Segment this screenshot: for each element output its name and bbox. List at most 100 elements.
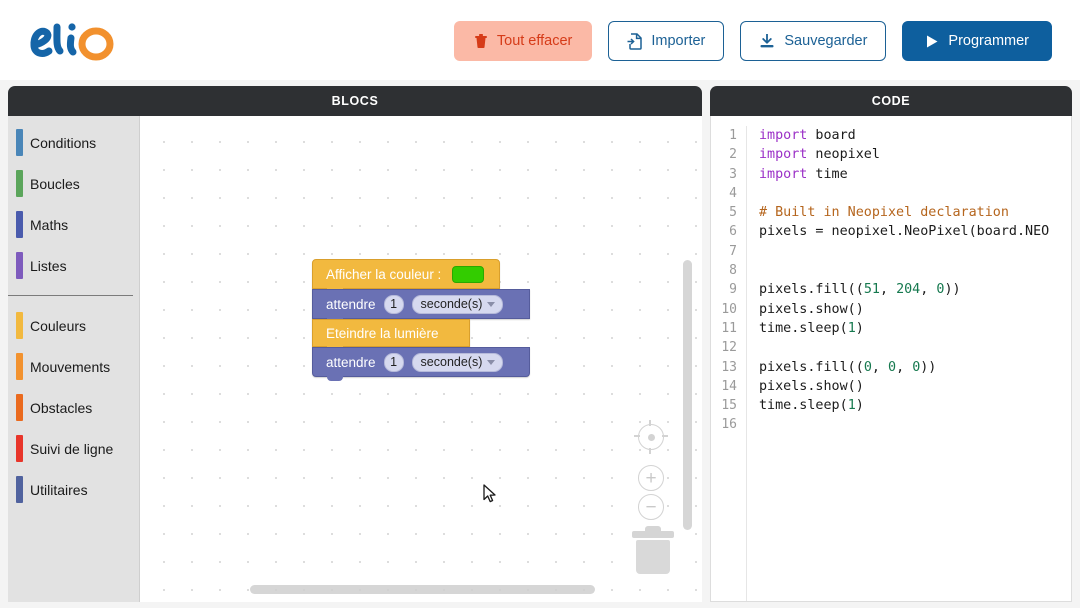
category-color-bar xyxy=(16,170,23,197)
code-line: pixels = neopixel.NeoPixel(board.NEO xyxy=(759,224,1050,240)
time-unit-dropdown[interactable]: seconde(s) xyxy=(411,352,504,372)
block-afficher-couleur[interactable]: Afficher la couleur : xyxy=(312,259,500,293)
zoom-in-icon: + xyxy=(645,467,657,489)
chevron-down-icon xyxy=(487,301,496,307)
color-swatch-field[interactable] xyxy=(452,265,485,283)
zoom-out-icon: − xyxy=(645,496,657,518)
trash-lid-knob xyxy=(645,526,661,532)
category-color-bar xyxy=(16,312,23,339)
zoom-in-button[interactable]: + xyxy=(638,465,664,491)
category-label: Conditions xyxy=(30,134,97,151)
category-color-bar xyxy=(16,353,23,380)
category-color-bar xyxy=(16,252,23,279)
category-label: Mouvements xyxy=(30,358,111,375)
block-attendre-1[interactable]: attendre 1 seconde(s) xyxy=(312,289,530,323)
code-line-number: 7 xyxy=(729,243,737,259)
block-attendre-label: attendre xyxy=(326,296,376,312)
category-boucles[interactable]: Boucles xyxy=(8,163,139,204)
category-maths[interactable]: Maths xyxy=(8,204,139,245)
category-suivi-de-ligne[interactable]: Suivi de ligne xyxy=(8,428,139,469)
category-color-bar xyxy=(16,394,23,421)
time-unit-dropdown[interactable]: seconde(s) xyxy=(411,294,504,314)
code-line xyxy=(759,261,1071,280)
block-attendre-label: attendre xyxy=(326,354,376,370)
category-utilitaires[interactable]: Utilitaires xyxy=(8,469,139,510)
code-line-number: 2 xyxy=(729,147,737,163)
category-mouvements[interactable]: Mouvements xyxy=(8,346,139,387)
time-unit-label: seconde(s) xyxy=(420,355,483,369)
chevron-down-icon xyxy=(487,359,496,365)
code-line: pixels.show() xyxy=(759,301,864,317)
import-button[interactable]: Importer xyxy=(608,21,725,61)
save-button[interactable]: Sauvegarder xyxy=(740,21,887,61)
code-line-number: 14 xyxy=(721,378,737,394)
code-line-number: 10 xyxy=(721,301,737,317)
center-workspace-button[interactable] xyxy=(634,420,668,454)
category-label: Maths xyxy=(30,216,69,233)
block-attendre-2[interactable]: attendre 1 seconde(s) xyxy=(312,347,530,381)
code-line xyxy=(759,184,1071,203)
code-line xyxy=(759,338,1071,357)
category-label: Boucles xyxy=(30,175,80,192)
trash-body xyxy=(636,540,670,574)
blocks-panel-title: BLOCS xyxy=(8,86,702,116)
program-label: Programmer xyxy=(948,33,1029,49)
category-color-bar xyxy=(16,435,23,462)
category-label: Utilitaires xyxy=(30,481,88,498)
zoom-out-button[interactable]: − xyxy=(638,494,664,520)
category-label: Obstacles xyxy=(30,399,93,416)
block-eteindre-lumiere-label: Eteindre la lumière xyxy=(326,325,439,341)
block-eteindre-lumiere[interactable]: Eteindre la lumière xyxy=(312,319,470,351)
category-label: Suivi de ligne xyxy=(30,440,114,457)
program-button[interactable]: Programmer xyxy=(902,21,1052,61)
time-unit-label: seconde(s) xyxy=(420,297,483,311)
category-color-bar xyxy=(16,129,23,156)
code-line-number: 16 xyxy=(721,417,737,433)
code-line-number: 12 xyxy=(721,340,737,356)
elio-logo[interactable] xyxy=(26,14,116,66)
code-line: import time xyxy=(759,166,848,182)
import-label: Importer xyxy=(651,33,706,49)
code-line xyxy=(759,242,1071,261)
block-stack[interactable]: Afficher la couleur : attendre 1 seconde… xyxy=(312,259,530,381)
workspace-trash-can[interactable] xyxy=(632,526,674,574)
code-line-number: 6 xyxy=(729,224,737,240)
category-obstacles[interactable]: Obstacles xyxy=(8,387,139,428)
code-line xyxy=(759,415,1071,434)
play-icon xyxy=(925,34,939,49)
top-bar: Tout effacer Importer Sauvegarder xyxy=(0,0,1080,80)
code-line-number: 4 xyxy=(729,185,737,201)
workspace-vertical-scrollbar[interactable] xyxy=(683,260,692,530)
toolbar: Tout effacer Importer Sauvegarder xyxy=(453,21,1052,61)
category-conditions[interactable]: Conditions xyxy=(8,122,139,163)
clear-all-button[interactable]: Tout effacer xyxy=(453,21,593,61)
category-couleurs[interactable]: Couleurs xyxy=(8,305,139,346)
workspace-horizontal-scrollbar[interactable] xyxy=(250,585,595,594)
duration-number-field[interactable]: 1 xyxy=(383,352,404,372)
code-panel-title: CODE xyxy=(710,86,1072,116)
category-listes[interactable]: Listes xyxy=(8,245,139,286)
block-notch xyxy=(327,375,343,381)
mouse-cursor xyxy=(483,484,497,504)
trash-icon xyxy=(474,33,488,49)
code-line-number: 15 xyxy=(721,398,737,414)
code-line-number: 1 xyxy=(729,128,737,143)
code-line-number: 5 xyxy=(729,205,737,221)
code-line-number: 8 xyxy=(729,263,737,279)
target-icon xyxy=(634,420,668,454)
clear-all-label: Tout effacer xyxy=(496,33,573,49)
code-line-number: 11 xyxy=(721,320,737,336)
save-label: Sauvegarder xyxy=(784,33,868,49)
category-color-bar xyxy=(16,476,23,503)
category-divider xyxy=(8,295,133,296)
blockly-workspace[interactable]: Afficher la couleur : attendre 1 seconde… xyxy=(140,116,702,602)
duration-number-field[interactable]: 1 xyxy=(383,294,404,314)
